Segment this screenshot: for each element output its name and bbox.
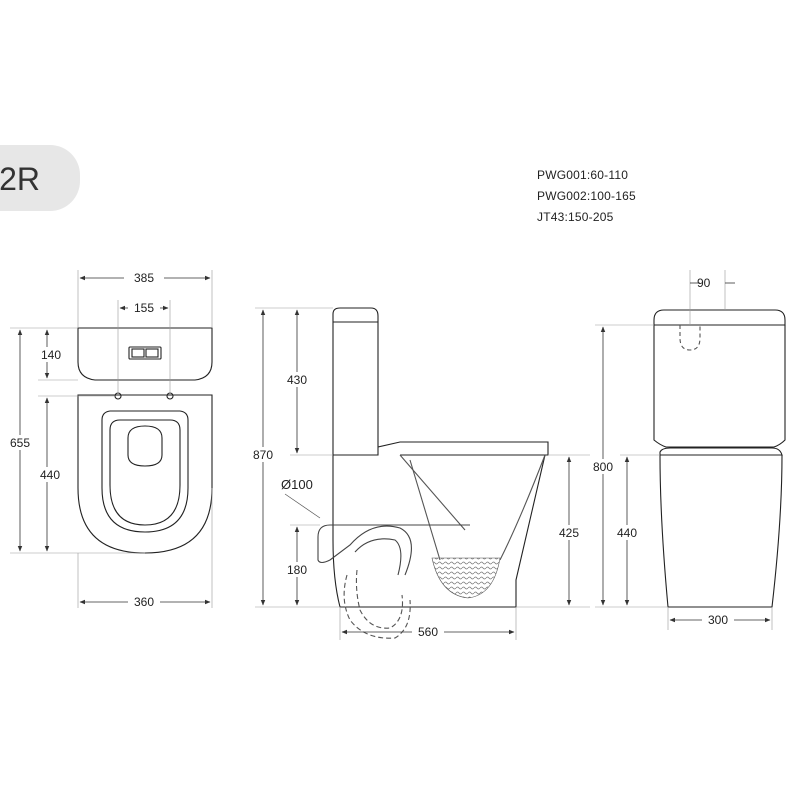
front-bowl xyxy=(659,454,783,608)
spec-line-2: PWG002:100-165 xyxy=(537,189,636,203)
spec-line-3: JT43:150-205 xyxy=(537,210,614,224)
front-view xyxy=(595,270,786,630)
front-cistern xyxy=(653,309,786,326)
top-seat-inner xyxy=(109,419,181,526)
top-lid-hinge xyxy=(127,425,163,467)
side-cistern xyxy=(332,307,379,456)
dim-button-spacing: 155 xyxy=(134,301,154,315)
front-inlet xyxy=(679,325,701,351)
dim-inlet-offset: 90 xyxy=(697,276,711,290)
top-seat-outline xyxy=(101,410,189,533)
dim-outlet-diameter: Ø100 xyxy=(281,477,313,492)
model-label: 2R xyxy=(0,161,40,197)
top-cistern-outline xyxy=(77,327,213,381)
side-trapway xyxy=(317,524,470,576)
flush-button xyxy=(128,346,162,360)
front-seat xyxy=(659,447,783,456)
dim-top-width: 385 xyxy=(134,271,154,285)
side-bowl-inner xyxy=(399,454,466,531)
model-label-tab: 2R xyxy=(0,145,80,211)
dim-cistern-height: 430 xyxy=(287,373,307,387)
spec-line-1: PWG001:60-110 xyxy=(537,168,629,182)
dim-outlet-height: 180 xyxy=(287,563,307,577)
dim-side-total-height: 870 xyxy=(253,448,273,462)
dim-base-length: 560 xyxy=(418,625,438,639)
dim-cistern-depth: 140 xyxy=(41,348,61,362)
side-view xyxy=(255,307,590,640)
dim-front-seat-height: 440 xyxy=(617,526,637,540)
dim-front-total-height: 800 xyxy=(593,460,613,474)
side-bowl-body xyxy=(332,454,546,608)
dim-total-depth: 655 xyxy=(10,436,30,450)
dim-bowl-length: 440 xyxy=(40,468,60,482)
dim-base-width: 300 xyxy=(708,613,728,627)
dim-bottom-width: 360 xyxy=(134,595,154,609)
side-strap-dashed xyxy=(355,569,404,629)
flush-pipe-specs: PWG001:60-110 PWG002:100-165 JT43:150-20… xyxy=(537,165,636,228)
side-water xyxy=(431,557,501,599)
top-view xyxy=(10,270,213,608)
top-bowl-outline xyxy=(77,394,213,554)
side-seat xyxy=(377,441,549,456)
dim-seat-height: 425 xyxy=(559,526,579,540)
